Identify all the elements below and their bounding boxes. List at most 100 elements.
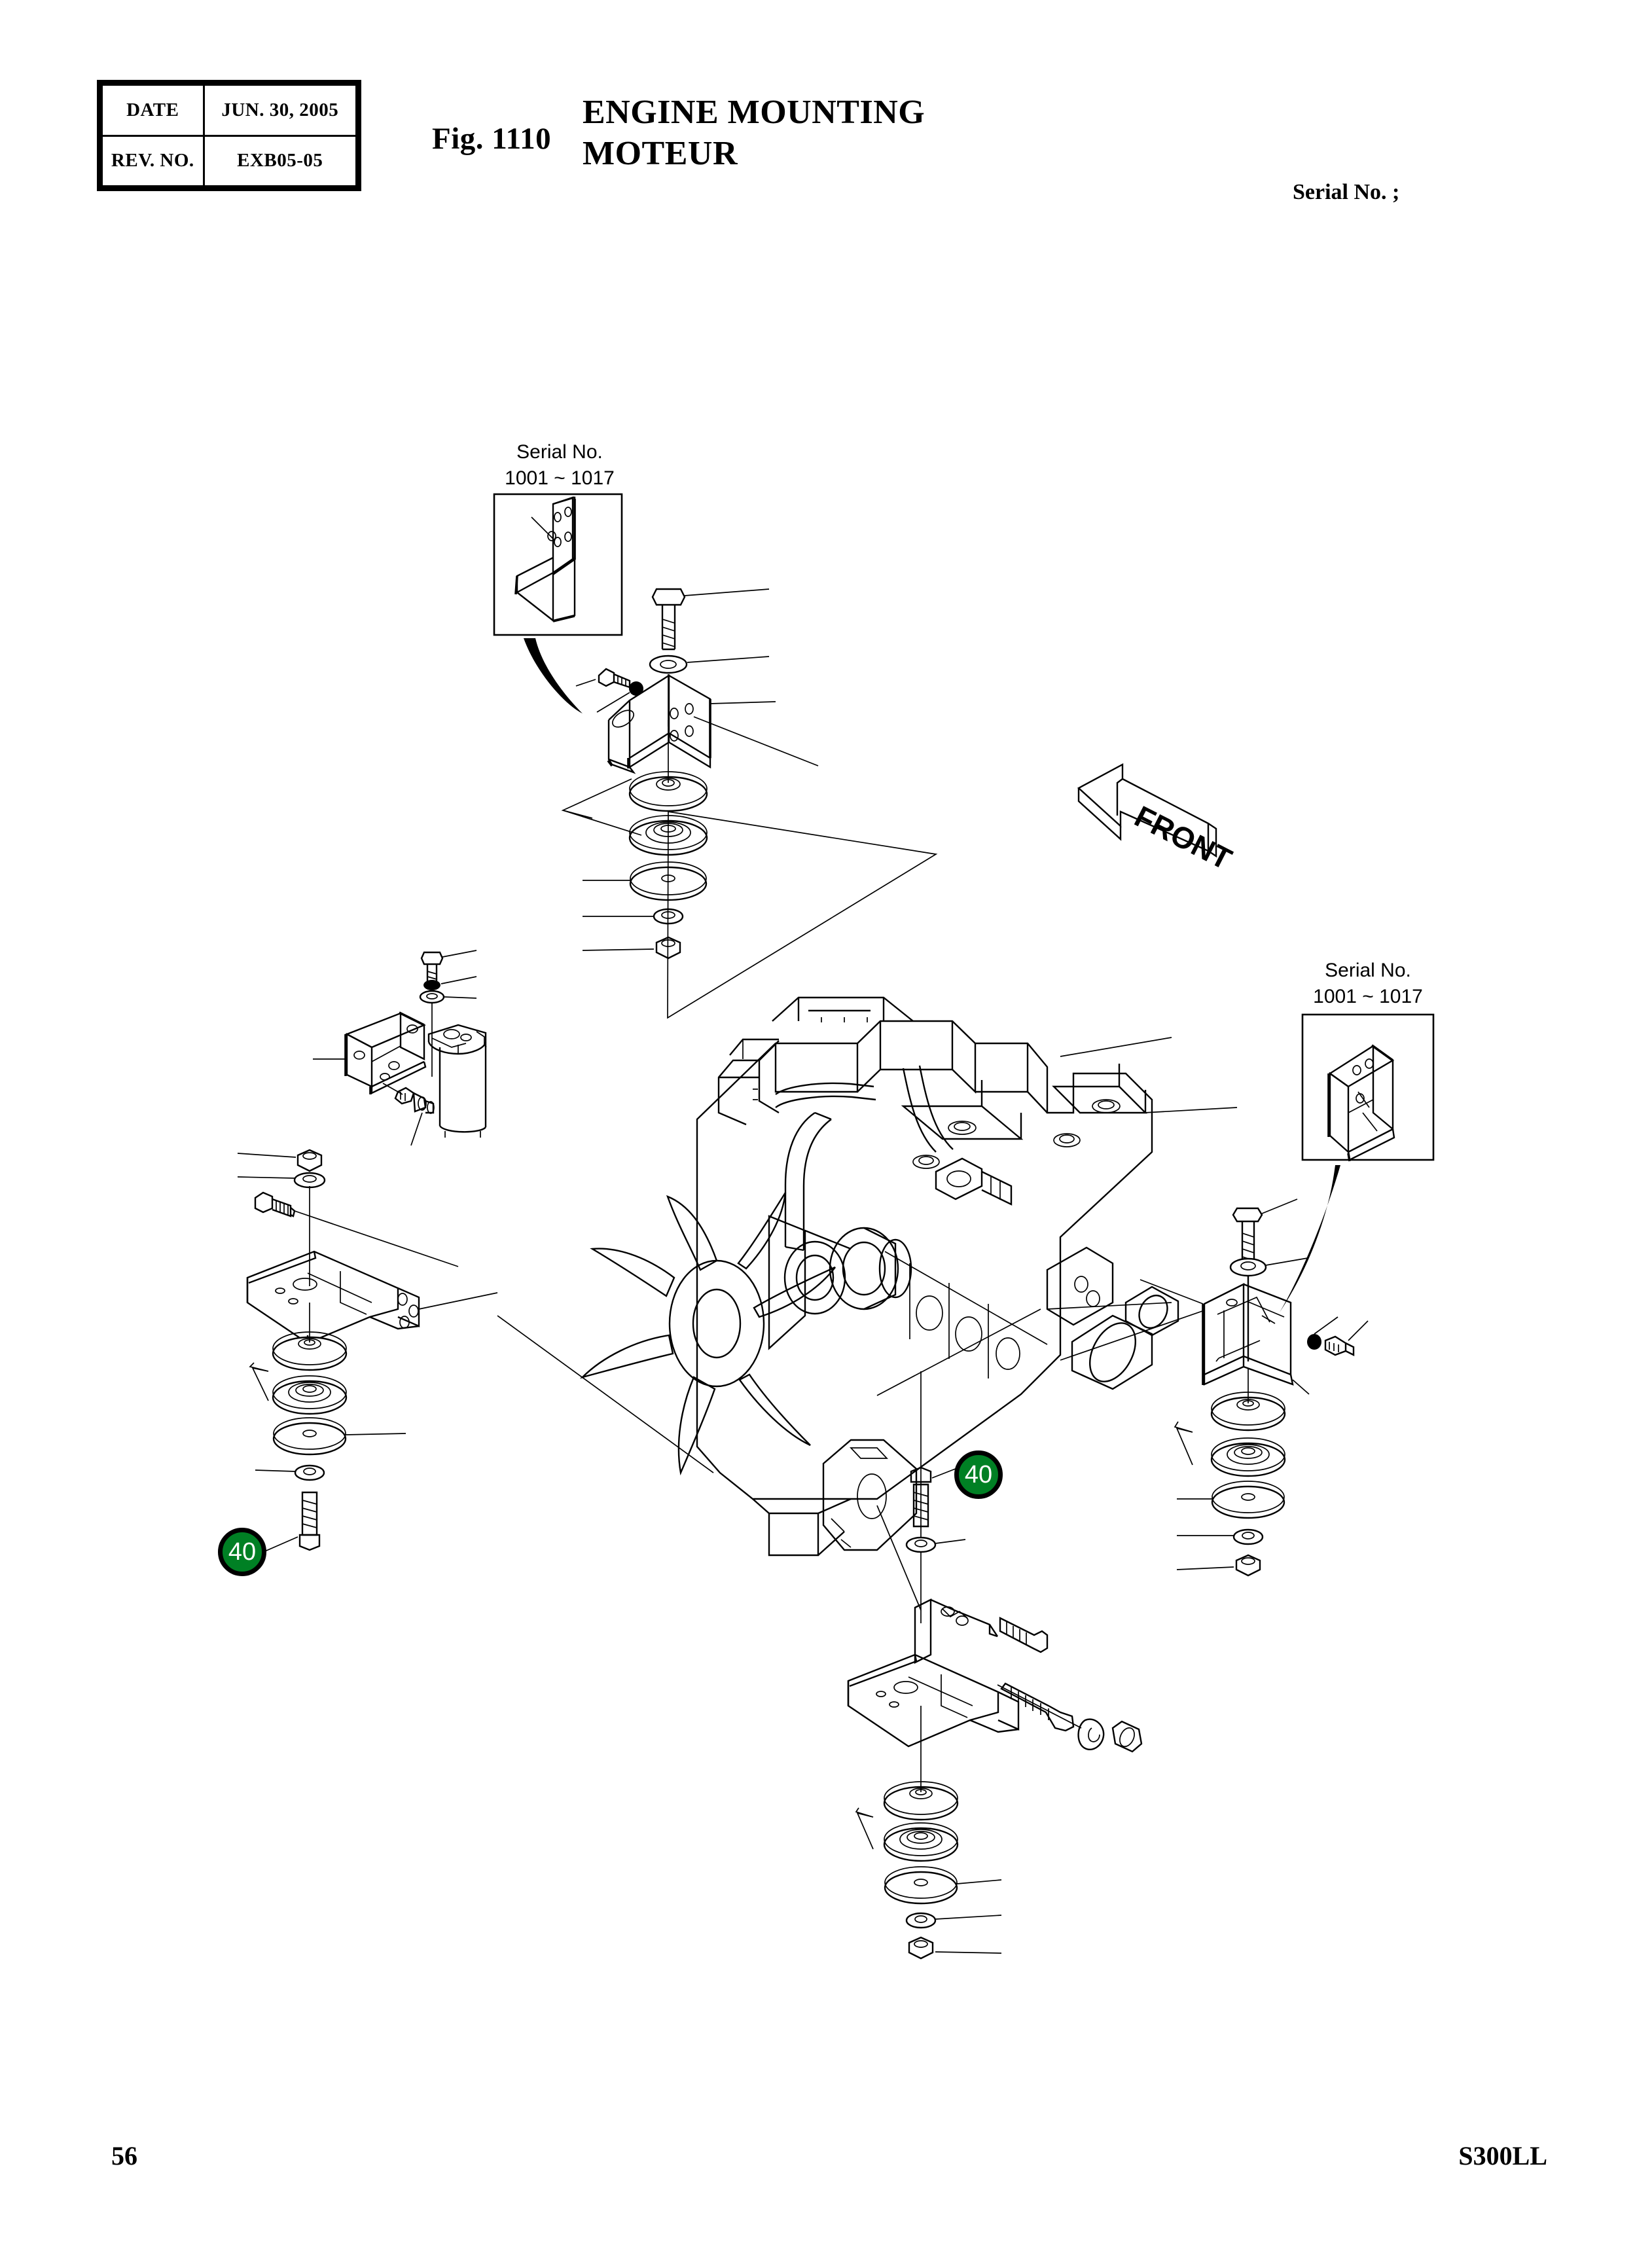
spacer-washer [629,681,643,696]
split-washer [1077,1718,1105,1751]
inset-left-bracket [514,496,576,622]
title-english: ENGINE MOUNTING [583,94,925,131]
inset-right: Serial No. 1001 ~ 1017 [1280,960,1435,1312]
small-washer-left [294,1464,325,1481]
leader-line [562,810,642,836]
washer-filter [419,990,445,1004]
inset-right-frame [1301,1013,1435,1161]
leader-line [442,950,477,958]
bolt-center-lower [910,1466,932,1528]
leader-line [1047,1302,1172,1310]
bolt-short-side [598,668,631,689]
leader-line [596,692,630,713]
leader-line [443,996,477,999]
leader-line [345,1433,406,1435]
inset-right-pointer-arrow [1280,1165,1340,1312]
inset-right-bracket [1327,1044,1395,1162]
leader-line [261,1536,298,1553]
assembly-guide-line [876,1505,922,1611]
inset-left: Serial No. 1001 ~ 1017 [493,441,623,713]
bolt-through-upper [999,1617,1049,1653]
leader-line [255,1469,296,1472]
figure-number: Fig. 1110 [432,122,552,156]
front-direction-arrow: FRONT [1077,763,1237,876]
rev-no-label: REV. NO. [101,134,205,187]
rev-no-value: EXB05-05 [202,134,358,187]
leader-line [1174,1421,1193,1466]
leader-line [237,1176,295,1179]
hex-nut-right [1235,1554,1261,1577]
leader-line [684,588,770,596]
leader-line [693,716,819,766]
leader-line [1261,1198,1298,1214]
bolt-filter [420,951,444,984]
bolt-left-side [254,1191,296,1217]
rubber-washer [423,980,440,990]
fuel-filter-body [427,1024,487,1138]
rubber-spacer-right [1307,1334,1321,1350]
cooling-fan [579,1192,836,1476]
leader-line [997,1684,1082,1729]
inset-left-caption-line2: 1001 ~ 1017 [505,467,615,489]
mount-washer-right [1210,1437,1286,1477]
model-code: S300LL [1458,2141,1547,2170]
hex-nut-left [296,1149,323,1172]
assembly-guide-line [667,811,938,1019]
washer-right [1229,1257,1267,1277]
leader-line [1140,1279,1204,1305]
callout-badge-left[interactable]: 40 [218,1528,266,1576]
table-row: REV. NO. EXB05-05 [101,134,358,187]
bolt-right-long [1232,1207,1263,1263]
mount-washer-left [272,1375,348,1415]
leader-line [956,1879,1002,1884]
mount-bracket-right [1202,1275,1294,1386]
leader-line [440,976,477,984]
mount-front-left-assembly [237,1149,498,1553]
leader-line [1314,1316,1338,1335]
leader-line [1265,1257,1308,1266]
table-row: DATE JUN. 30, 2005 [101,84,358,137]
leader-line [1176,1566,1234,1570]
leader-line [561,778,632,819]
leader-line [575,679,596,687]
mount-cushion-left [272,1303,348,1371]
leader-line [1348,1320,1369,1341]
revision-table: DATE JUN. 30, 2005 REV. NO. EXB05-05 [97,80,361,191]
leader-line [582,948,655,951]
washer-center-lower [905,1536,937,1553]
page-number: 56 [111,2141,137,2170]
fuel-filter-bracket [344,1011,427,1094]
mount-rear-left-assembly [561,588,938,1019]
leader-line [687,656,770,663]
callout-badge-right[interactable]: 40 [954,1450,1003,1499]
assembly-guide-line [1060,1310,1205,1361]
leader-line [709,701,776,704]
washer-upper [649,655,688,674]
leader-line [249,1362,269,1401]
flat-washer-left [272,1417,347,1456]
date-label: DATE [101,84,205,137]
serial-no-note: Serial No. ; [1293,180,1400,204]
bolt-filter-bracket [394,1087,435,1114]
bolt-through-long [1000,1682,1075,1732]
mount-front-right-assembly [1140,1198,1369,1577]
bolt-right-short [1324,1335,1355,1356]
fuel-filter-assembly [313,950,487,1146]
leader-line [382,1083,403,1095]
assembly-guide-line [497,1315,714,1473]
mount-cushion-center [883,1706,959,1821]
leader-line [1292,1379,1310,1395]
leader-line [855,1807,874,1850]
mount-cushion-upper [628,720,708,812]
date-value: JUN. 30, 2005 [202,84,358,137]
page-title: ENGINE MOUNTING MOTEUR [583,92,925,175]
leader-line [294,1210,459,1267]
engine-assembly [579,996,1238,1557]
leader-line [410,1112,423,1146]
leader-line [935,1915,1002,1920]
inset-left-caption-line1: Serial No. [516,441,603,463]
inset-left-pointer-arrow [524,638,583,713]
mount-cushion-right [1210,1368,1286,1432]
mount-plate-left [246,1250,420,1344]
